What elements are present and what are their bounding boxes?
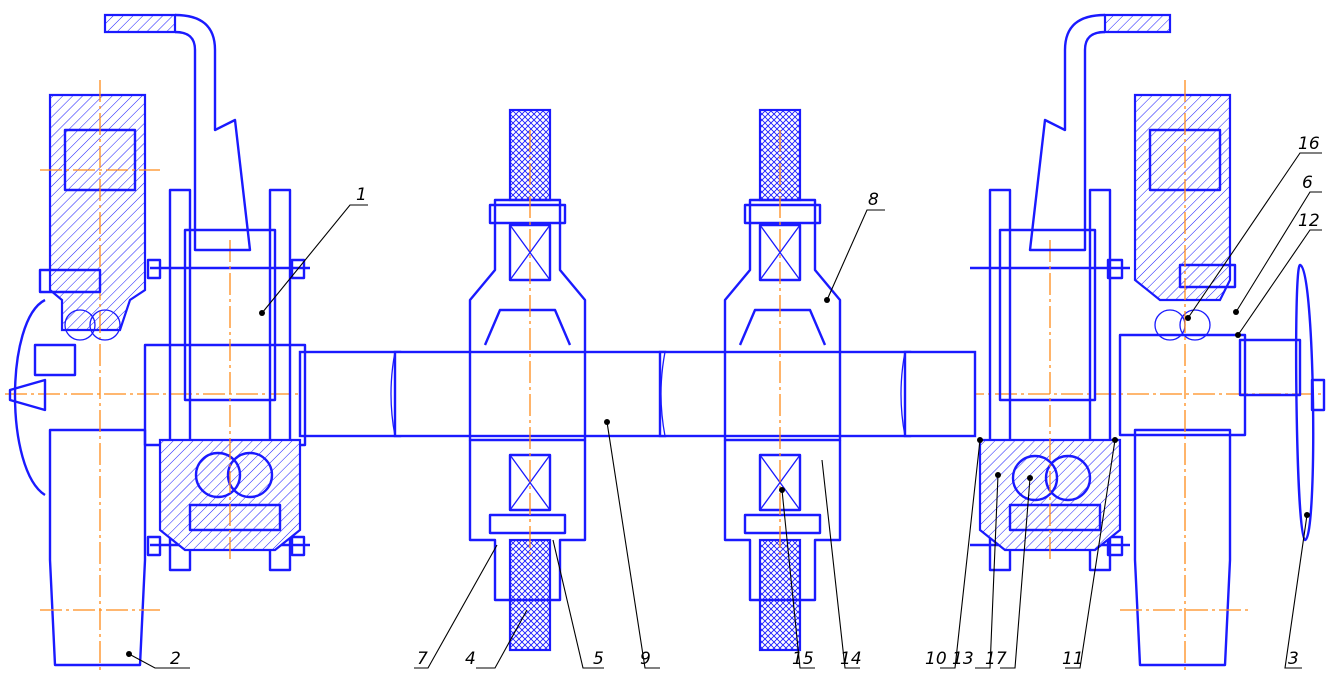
main-shaft	[143, 333, 1302, 447]
right-lever	[1028, 13, 1172, 252]
callout-15: 15	[792, 649, 814, 669]
callout-leaders	[126, 152, 1322, 669]
callout-16: 16	[1298, 134, 1320, 154]
right-bearing-housing	[970, 188, 1130, 572]
right-wheel	[1120, 80, 1250, 670]
callout-8: 8	[868, 190, 879, 210]
left-bearing-housing	[146, 188, 310, 572]
callout-13: 13	[952, 649, 974, 669]
right-pulley	[1294, 263, 1326, 542]
callout-9: 9	[640, 649, 651, 669]
callout-labels: 1 2 3 4 5 6 7 8 9 10 11 12 13 14 15 16 1…	[170, 134, 1320, 669]
callout-5: 5	[593, 649, 604, 669]
callout-11: 11	[1062, 649, 1084, 669]
callout-10: 10	[925, 649, 947, 669]
callout-1: 1	[356, 185, 367, 205]
callout-2: 2	[170, 649, 181, 669]
callout-4: 4	[465, 649, 476, 669]
left-sprocket	[468, 108, 587, 652]
right-sprocket	[723, 108, 842, 652]
left-hub-cap	[8, 268, 121, 497]
callout-7: 7	[417, 649, 428, 669]
callout-6: 6	[1302, 173, 1313, 193]
callout-12: 12	[1298, 211, 1320, 231]
callout-3: 3	[1288, 649, 1299, 669]
callout-14: 14	[840, 649, 862, 669]
callout-17: 17	[985, 649, 1007, 669]
left-lever	[103, 13, 252, 252]
left-wheel	[40, 80, 160, 670]
